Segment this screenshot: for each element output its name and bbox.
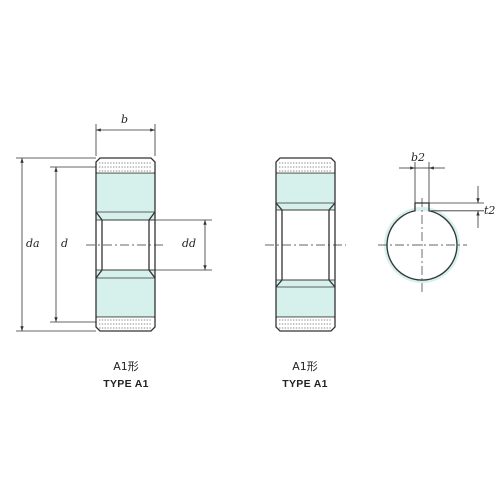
gear-face-lower-2 (275, 279, 336, 318)
label-b2: b2 (411, 151, 425, 164)
gear-outline-2 (275, 157, 336, 332)
figure-sectional-view-2: A1形 TYPE A1 (265, 157, 346, 390)
figure-sectional-view-1: b da d dd A1形 TYPE A1 (16, 113, 212, 390)
gear-outline (95, 157, 156, 332)
figure-keyway-end-view: b2 t2 (378, 151, 495, 292)
label-dd: dd (182, 237, 196, 250)
bore-circle-with-keyway (386, 202, 458, 281)
caption-en-2: TYPE A1 (282, 378, 327, 390)
label-b: b (121, 113, 128, 126)
gear-face-upper (95, 172, 156, 221)
caption-en-1: TYPE A1 (103, 378, 148, 390)
label-t2: t2 (484, 204, 495, 217)
gear-face-upper-2 (275, 172, 336, 211)
caption-jp-1: A1形 (113, 360, 139, 373)
caption-jp-2: A1形 (292, 360, 318, 373)
label-d: d (61, 237, 68, 250)
gear-face-lower (95, 269, 156, 318)
label-da: da (26, 237, 40, 250)
